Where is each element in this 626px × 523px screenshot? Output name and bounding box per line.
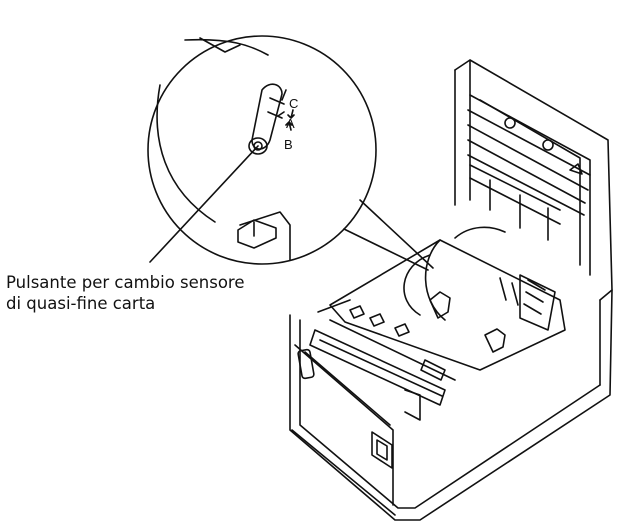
callout-line-1: Pulsante per cambio sensore [6, 273, 245, 292]
switch-position-c: C [289, 96, 298, 111]
printer-body [289, 289, 613, 521]
printer-lid [454, 59, 613, 301]
callout-leader [149, 145, 259, 263]
switch-position-b: B [284, 137, 293, 152]
callout-label: Pulsante per cambio sensore di quasi-fin… [6, 272, 245, 314]
paper-compartment [329, 226, 566, 371]
detail-magnifier [147, 35, 434, 271]
callout-line-2: di quasi-fine carta [6, 294, 156, 313]
switch-position-a: A [286, 116, 295, 131]
platen-roller [309, 299, 456, 421]
